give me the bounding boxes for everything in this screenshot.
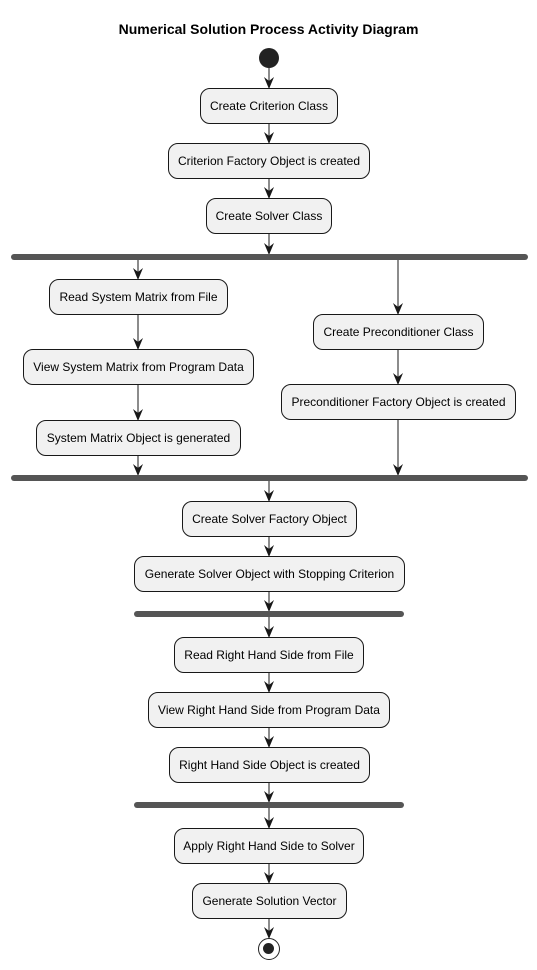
start-node [259, 48, 279, 68]
activity-read-rhs: Read Right Hand Side from File [174, 637, 364, 673]
activity-system-matrix-generated: System Matrix Object is generated [36, 420, 241, 456]
activity-criterion-factory-created: Criterion Factory Object is created [168, 143, 370, 179]
activity-create-preconditioner-class: Create Preconditioner Class [313, 314, 484, 350]
sync-bar [134, 611, 404, 617]
join-bar [11, 475, 528, 481]
activity-create-solver-class: Create Solver Class [206, 198, 332, 234]
end-node [258, 938, 280, 960]
fork-bar [11, 254, 528, 260]
activity-preconditioner-factory-created: Preconditioner Factory Object is created [281, 384, 516, 420]
activity-apply-rhs: Apply Right Hand Side to Solver [174, 828, 364, 864]
activity-view-system-matrix: View System Matrix from Program Data [23, 349, 254, 385]
activity-rhs-created: Right Hand Side Object is created [169, 747, 370, 783]
activity-generate-solver-object: Generate Solver Object with Stopping Cri… [134, 556, 405, 592]
activity-read-system-matrix: Read System Matrix from File [49, 279, 228, 315]
activity-generate-solution-vector: Generate Solution Vector [192, 883, 347, 919]
activity-view-rhs: View Right Hand Side from Program Data [148, 692, 390, 728]
activity-create-criterion-class: Create Criterion Class [200, 88, 338, 124]
end-node-core [263, 943, 274, 954]
activity-create-solver-factory: Create Solver Factory Object [182, 501, 357, 537]
diagram-title: Numerical Solution Process Activity Diag… [118, 21, 419, 37]
sync-bar [134, 802, 404, 808]
